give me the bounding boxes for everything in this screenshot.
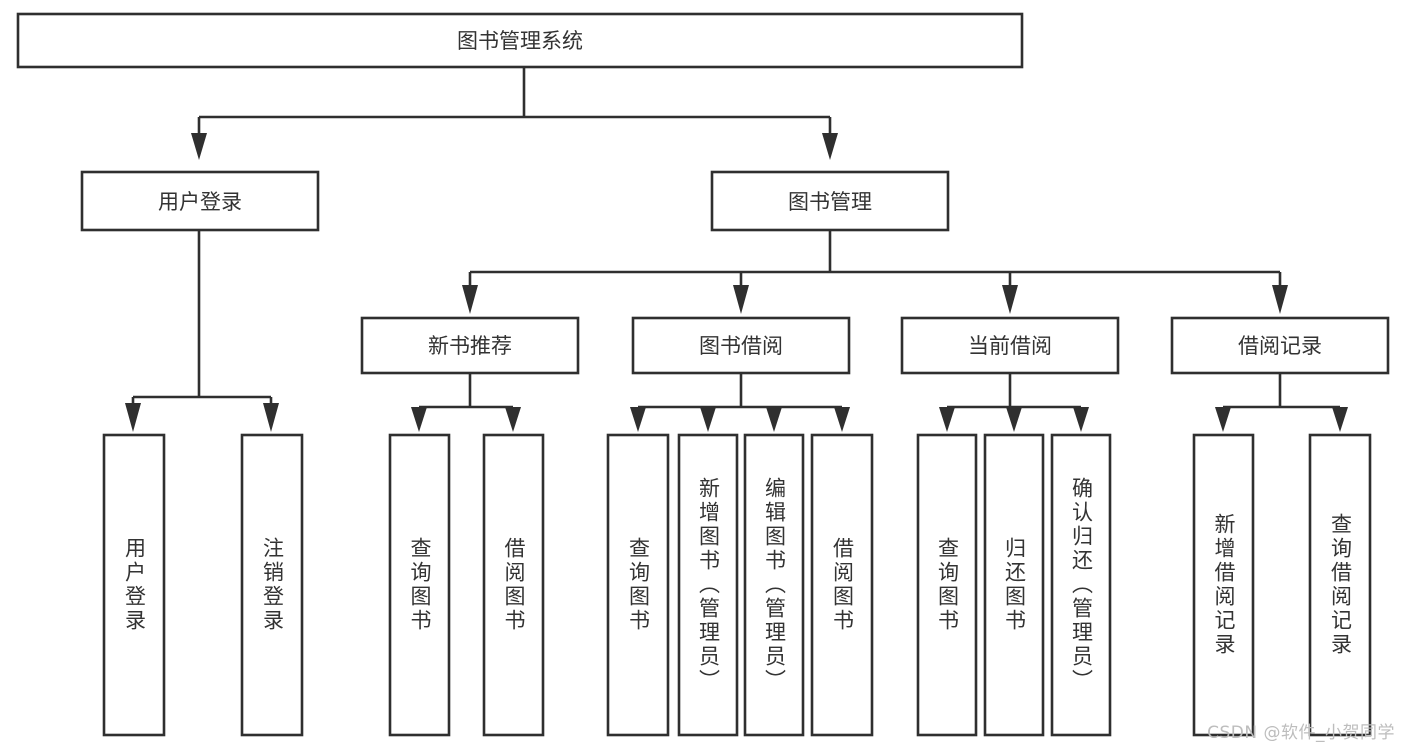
node-new-book-recommend[interactable]: 新书推荐 <box>360 316 580 375</box>
leaf-box-borrow-book-a[interactable] <box>482 433 545 737</box>
node-current-borrow-box[interactable] <box>900 316 1120 375</box>
arrow-head-book-borrow-leaf-3 <box>766 407 782 432</box>
connector-layer <box>125 67 1348 432</box>
leaf-box-return-book[interactable] <box>983 433 1045 737</box>
leaf-box-borrow-book-b[interactable] <box>810 433 874 737</box>
node-book-management-box[interactable] <box>710 170 950 232</box>
leaf-box-add-book-admin[interactable] <box>677 433 739 737</box>
arrow-head-to-current-borrow <box>1002 285 1018 314</box>
leaf-box-confirm-return-admin[interactable] <box>1050 433 1112 737</box>
node-book-management[interactable]: 图书管理 <box>710 170 950 232</box>
leaf-box-query-book-b[interactable] <box>606 433 670 737</box>
arrow-head-current-borrow-leaf-3 <box>1073 407 1089 432</box>
node-current-borrow-label: 当前借阅 <box>968 334 1052 358</box>
arrow-head-book-borrow-leaf-2 <box>700 407 716 432</box>
node-new-book-recommend-box[interactable] <box>360 316 580 375</box>
node-book-borrow[interactable]: 图书借阅 <box>631 316 851 375</box>
leaf-box-layer <box>102 433 1372 737</box>
arrow-head-user-login-leaf-2 <box>263 403 279 432</box>
node-borrow-record-label: 借阅记录 <box>1238 334 1322 358</box>
arrow-head-to-book-mgmt <box>822 133 838 160</box>
leaf-box-add-borrow-record[interactable] <box>1192 433 1255 737</box>
node-borrow-record[interactable]: 借阅记录 <box>1170 316 1390 375</box>
arrow-head-new-book-leaf-1 <box>411 407 427 432</box>
arrow-head-to-user-login <box>191 133 207 160</box>
arrow-head-new-book-leaf-2 <box>505 407 521 432</box>
node-current-borrow[interactable]: 当前借阅 <box>900 316 1120 375</box>
arrow-head-to-borrow-record <box>1272 285 1288 314</box>
node-root-box[interactable] <box>16 12 1024 69</box>
leaf-box-user-login[interactable] <box>102 433 166 737</box>
node-user-login-label: 用户登录 <box>158 190 242 214</box>
arrow-head-current-borrow-leaf-2 <box>1006 407 1022 432</box>
leaf-box-query-book-c[interactable] <box>916 433 978 737</box>
node-borrow-record-box[interactable] <box>1170 316 1390 375</box>
arrow-head-user-login-leaf-1 <box>125 403 141 432</box>
leaf-box-query-book-a[interactable] <box>388 433 451 737</box>
node-root[interactable]: 图书管理系统 <box>16 12 1024 69</box>
node-root-label: 图书管理系统 <box>457 29 583 53</box>
arrow-head-borrow-record-leaf-1 <box>1215 407 1231 432</box>
arrow-head-to-new-book <box>462 285 478 314</box>
arrow-head-current-borrow-leaf-1 <box>939 407 955 432</box>
leaf-box-edit-book-admin[interactable] <box>743 433 805 737</box>
node-book-borrow-label: 图书借阅 <box>699 334 783 358</box>
node-new-book-recommend-label: 新书推荐 <box>428 334 512 358</box>
arrow-head-borrow-record-leaf-2 <box>1332 407 1348 432</box>
node-user-login-box[interactable] <box>80 170 320 232</box>
arrow-head-book-borrow-leaf-1 <box>630 407 646 432</box>
node-book-borrow-box[interactable] <box>631 316 851 375</box>
node-book-management-label: 图书管理 <box>788 190 872 214</box>
node-user-login[interactable]: 用户登录 <box>80 170 320 232</box>
leaf-box-query-borrow-record[interactable] <box>1308 433 1372 737</box>
arrow-head-book-borrow-leaf-4 <box>834 407 850 432</box>
leaf-box-logout-login[interactable] <box>240 433 304 737</box>
arrow-head-to-book-borrow <box>733 285 749 314</box>
csdn-watermark: CSDN @软件_小贺同学 <box>1207 723 1395 743</box>
